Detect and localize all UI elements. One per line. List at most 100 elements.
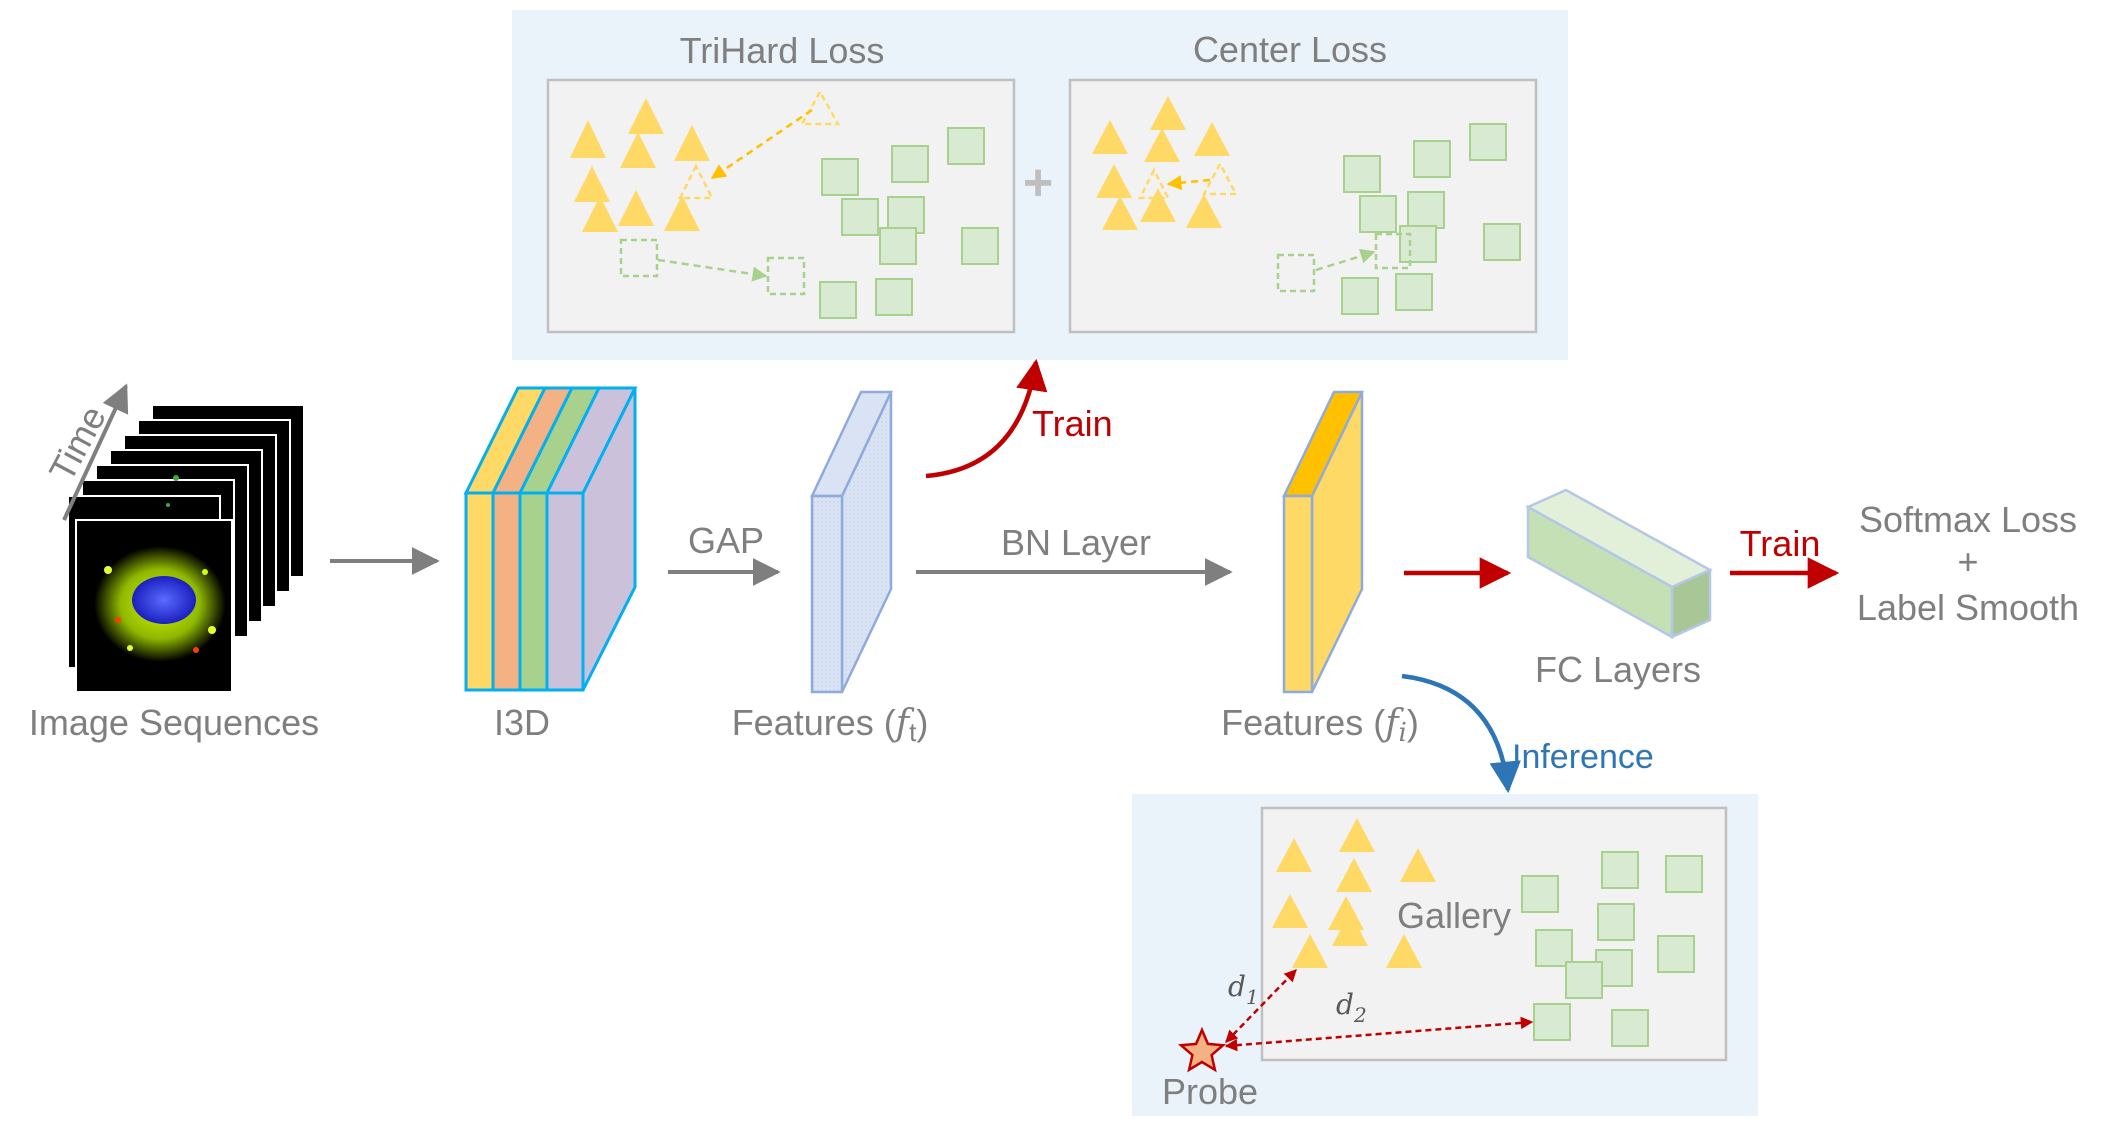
loss-panel: TriHard Loss Center Loss [512, 10, 1568, 360]
features-t-label: Features (ft) [732, 702, 929, 747]
hard-negative-square-dashed [766, 256, 806, 296]
i3d-slice-orange [491, 491, 522, 692]
retrieval-panel: Gallery d1 d2 Probe [1132, 794, 1758, 1116]
square-marker [947, 127, 985, 165]
i3d-label: I3D [494, 702, 550, 743]
square-marker [1399, 225, 1437, 263]
features-t-block: Features (ft) [732, 390, 929, 747]
cell-speck [202, 569, 208, 575]
features-i-label: Features (fi) [1221, 702, 1419, 748]
square-marker [1359, 195, 1397, 233]
triangle-marker [1276, 838, 1312, 872]
fc-layers-block: FC Layers [1525, 488, 1713, 690]
triangle-marker [674, 125, 710, 161]
features-i-block: Features (fi) [1221, 390, 1419, 748]
probe-label: Probe [1162, 1071, 1258, 1112]
square-marker [1469, 123, 1507, 161]
square-marker [1343, 155, 1381, 193]
square-marker [1611, 1009, 1649, 1047]
fc-layers-label: FC Layers [1535, 649, 1701, 690]
trihard-box [546, 78, 1016, 334]
anchor-square-dashed [619, 238, 659, 278]
distance-d2-line [1224, 1016, 1534, 1052]
train-to-loss-arrow [925, 358, 1048, 479]
features-i-front [1282, 494, 1314, 694]
anchor-triangle-dashed [677, 163, 715, 200]
background-cell-speck [166, 503, 170, 507]
square-marker [1535, 929, 1573, 967]
triangle-marker [1400, 848, 1436, 882]
triangle-marker [574, 166, 610, 202]
square-marker [819, 281, 857, 319]
center-square-arrow [1315, 248, 1376, 272]
fc-end-face [1670, 568, 1712, 639]
square-marker [821, 158, 859, 196]
triangle-marker [1096, 164, 1132, 198]
triangle-marker [1144, 128, 1180, 162]
triangle-marker [664, 195, 700, 231]
hard-positive-triangle-dashed [799, 89, 841, 126]
features-t-front [810, 494, 844, 694]
square-marker [961, 227, 999, 265]
background-cell-speck [173, 475, 179, 481]
triangle-dashed [1201, 161, 1239, 196]
trihard-triangle-arrow [710, 108, 813, 180]
triangle-marker [1092, 120, 1128, 154]
cell-speck [208, 626, 216, 634]
trihard-feature-space [546, 78, 1016, 334]
square-marker [879, 227, 917, 265]
square-marker [1665, 855, 1703, 893]
triangle-marker [1194, 122, 1230, 156]
triangle-marker [1102, 196, 1138, 230]
image-sequences-label: Image Sequences [29, 702, 319, 743]
train-label-right: Train [1740, 523, 1821, 564]
softmax-loss-label: Softmax Loss + Label Smooth [1857, 499, 2079, 628]
square-marker [891, 145, 929, 183]
square-marker [1395, 273, 1433, 311]
triangle-marker [1150, 96, 1186, 130]
square-marker [1483, 223, 1521, 261]
triangle-marker [570, 120, 606, 158]
i3d-slice-green [518, 491, 549, 692]
triangle-marker [582, 196, 618, 232]
square-marker [1597, 903, 1635, 941]
center-box [1068, 78, 1538, 334]
center-feature-space [1068, 78, 1538, 334]
triangle-marker [1336, 858, 1372, 892]
inference-arrow [1401, 673, 1521, 794]
cell-speck-red [115, 617, 121, 623]
softmax-loss-line1: Softmax Loss [1859, 499, 2077, 540]
cell-speck [127, 645, 133, 651]
softmax-loss-line2: + [1957, 541, 1978, 582]
softmax-loss-line3: Label Smooth [1857, 587, 2079, 628]
gap-label: GAP [688, 520, 764, 561]
time-axis-arrow [62, 383, 129, 521]
train-label-top: Train [1032, 403, 1113, 444]
cell-speck-red [193, 647, 199, 653]
d1-label: d1 [1228, 970, 1259, 1009]
probe-star-icon [1177, 1026, 1227, 1073]
i3d-slice-purple [545, 491, 585, 692]
square-dashed [1276, 253, 1316, 293]
triangle-marker [628, 98, 664, 134]
square-marker [1407, 191, 1445, 229]
square-marker [1521, 875, 1559, 913]
plus-sign: + [1023, 154, 1053, 212]
cell-nucleus [132, 576, 196, 624]
center-triangle-dashed [1137, 167, 1171, 200]
trihard-square-arrow [657, 258, 768, 282]
triangle-marker [618, 190, 654, 226]
gallery-label: Gallery [1397, 895, 1511, 936]
triangle-marker [1272, 894, 1308, 928]
cell-speck [104, 566, 112, 574]
square-marker [1533, 1003, 1571, 1041]
image-sequence-stack: Time Image Sequences [29, 383, 319, 743]
center-square-dashed [1374, 232, 1412, 270]
bn-layer-label: BN Layer [1001, 522, 1151, 563]
triangle-marker [1186, 194, 1222, 228]
square-marker [1413, 140, 1451, 178]
square-marker [1341, 277, 1379, 315]
triangle-marker [1339, 818, 1375, 852]
trihard-loss-title: TriHard Loss [680, 30, 885, 71]
